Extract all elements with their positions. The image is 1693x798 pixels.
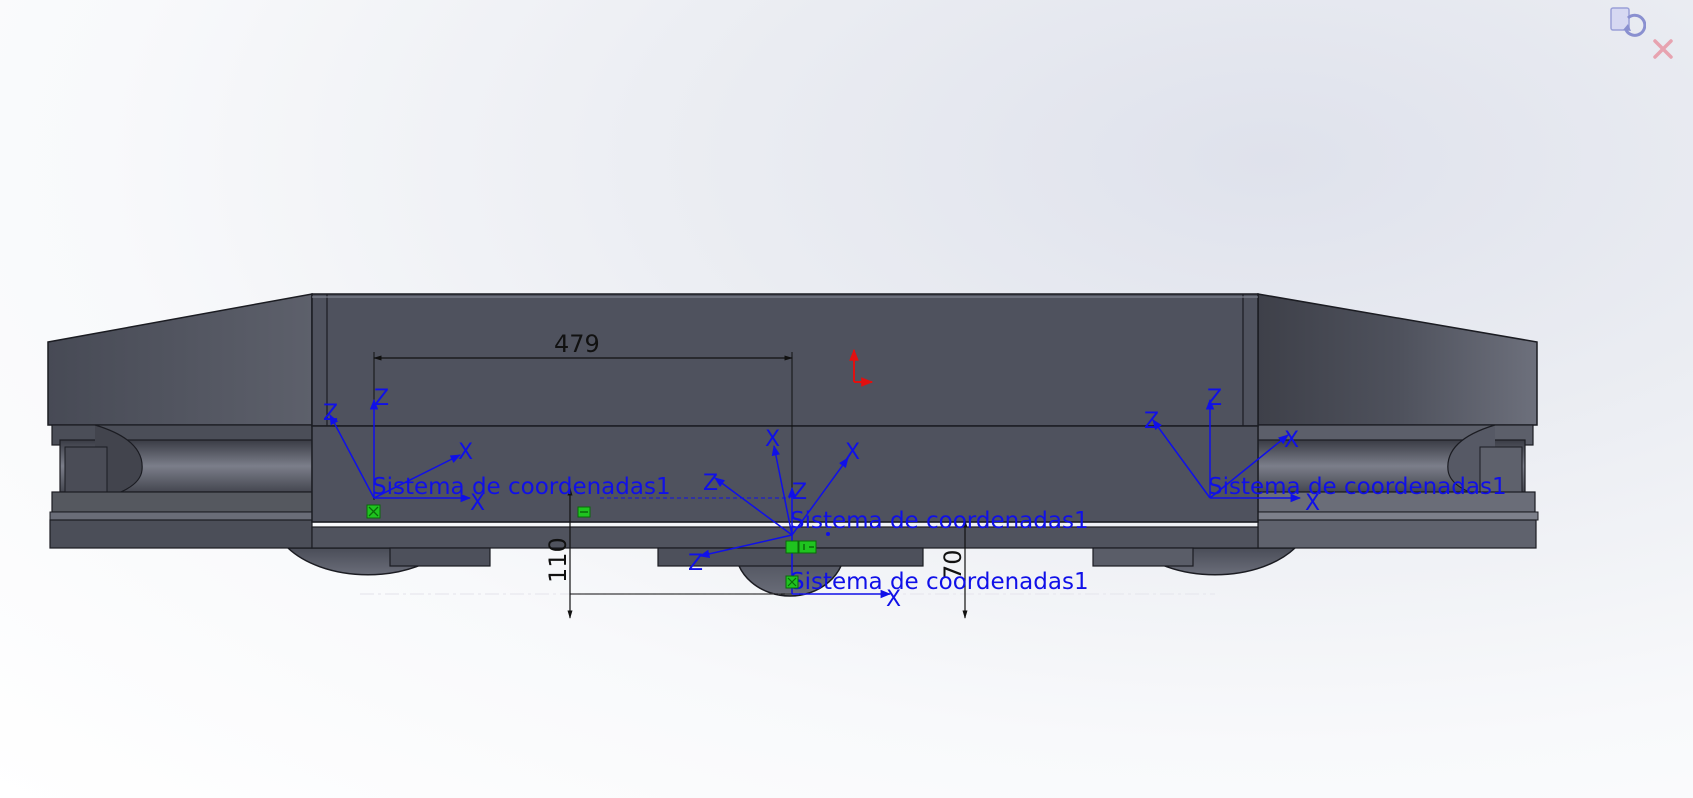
dimension-70[interactable]: 70 [939, 519, 968, 619]
axis-z-tilted: Z [1144, 409, 1159, 434]
dimension-110[interactable]: 110 [544, 487, 792, 619]
axis-z-tilted: Z [688, 551, 703, 576]
axis-z-vertical: Z [1207, 386, 1222, 411]
coordinate-system-left[interactable]: Z Z X X Sistema de coordenadas1 [323, 386, 671, 519]
coordinate-system-center-upper-label[interactable]: Sistema de coordenadas1 [790, 508, 1089, 534]
axis-x-tilted: X [1284, 428, 1299, 453]
axis-x-tilted: X [845, 440, 860, 465]
axis-x-tilted: X [458, 440, 473, 465]
coordinate-system-center-lower[interactable]: Z X Sistema de coordenadas1 [688, 534, 1089, 612]
axis-z-vertical: Z [374, 386, 389, 411]
axis-z-tilted: Z [323, 401, 338, 426]
coordinate-system-center-lower-label[interactable]: Sistema de coordenadas1 [790, 569, 1089, 595]
central-body [311, 293, 1259, 567]
axis-x: X [470, 491, 485, 516]
right-side-block [1257, 293, 1539, 549]
coordinate-system-right[interactable]: Z Z X X Sistema de coordenadas1 [1144, 386, 1507, 516]
axis-x: X [1305, 491, 1320, 516]
dimension-110-text[interactable]: 110 [544, 537, 572, 583]
coordinate-system-center-upper[interactable]: X X Z Z Sistema de coordenadas1 [600, 427, 1089, 536]
coordinate-system-left-label[interactable]: Sistema de coordenadas1 [372, 474, 671, 500]
axis-x: X [886, 587, 901, 612]
coordinate-system-right-label[interactable]: Sistema de coordenadas1 [1208, 474, 1507, 500]
close-icon[interactable] [1650, 36, 1676, 62]
axis-z-tilted: Z [703, 471, 718, 496]
left-side-block [47, 293, 313, 549]
dimension-479-text[interactable]: 479 [554, 330, 600, 358]
origin-triad [849, 348, 874, 387]
rebuild-icon[interactable] [1608, 2, 1647, 42]
axis-z-vertical: Z [792, 480, 807, 505]
relation-marker [785, 540, 799, 554]
dimension-70-text[interactable]: 70 [939, 549, 967, 580]
axis-x-upper: X [765, 427, 780, 452]
